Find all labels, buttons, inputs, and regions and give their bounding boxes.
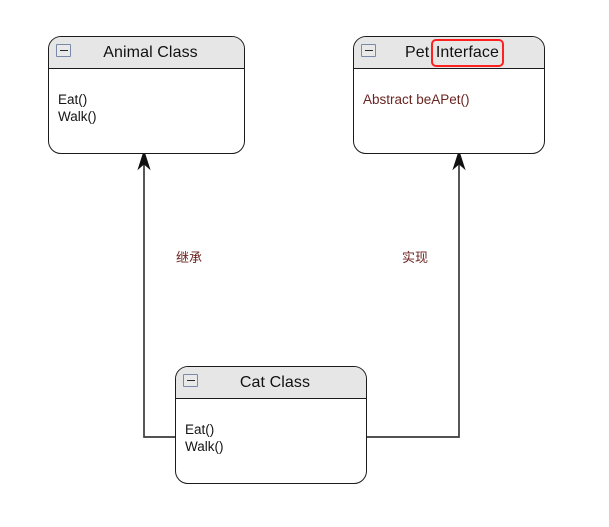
class-title-pet: Pet Interface [397,38,505,67]
realization-edge-line [367,160,460,438]
class-header-pet: Pet Interface [354,37,544,69]
class-member: Eat() [185,422,215,437]
highlighted-keyword-interface: Interface [430,38,505,67]
class-member: Eat() [58,92,88,107]
minus-icon-bar [364,49,373,52]
class-title-cat: Cat Class [239,373,311,391]
class-title-animal: Animal Class [103,43,198,61]
class-title-pet-prefix: Pet [404,43,434,61]
class-box-cat[interactable]: Cat Class Eat() Walk() [175,366,367,484]
class-body-animal: Eat() Walk() [49,69,244,125]
minus-square-icon[interactable] [183,374,198,387]
inheritance-edge-line [143,160,175,438]
class-header-animal: Animal Class [49,37,244,69]
class-header-cat: Cat Class [176,367,366,399]
class-box-pet[interactable]: Pet Interface Abstract beAPet() [353,36,545,154]
minus-square-icon[interactable] [56,44,71,57]
realization-edge[interactable] [367,149,466,438]
edge-label-realization: 实现 [402,250,429,265]
class-body-pet: Abstract beAPet() [354,69,544,108]
minus-square-icon[interactable] [361,44,376,57]
class-body-cat: Eat() Walk() [176,399,366,455]
realization-arrowhead-icon [452,149,466,171]
class-member: Abstract beAPet() [363,92,470,107]
class-member: Walk() [58,109,97,124]
inheritance-edge[interactable] [137,149,175,438]
minus-icon-bar [59,49,68,52]
inheritance-arrowhead-icon [137,149,151,171]
edge-label-inheritance: 继承 [176,250,203,265]
class-box-animal[interactable]: Animal Class Eat() Walk() [48,36,245,154]
minus-icon-bar [186,379,195,382]
class-member: Walk() [185,439,224,454]
